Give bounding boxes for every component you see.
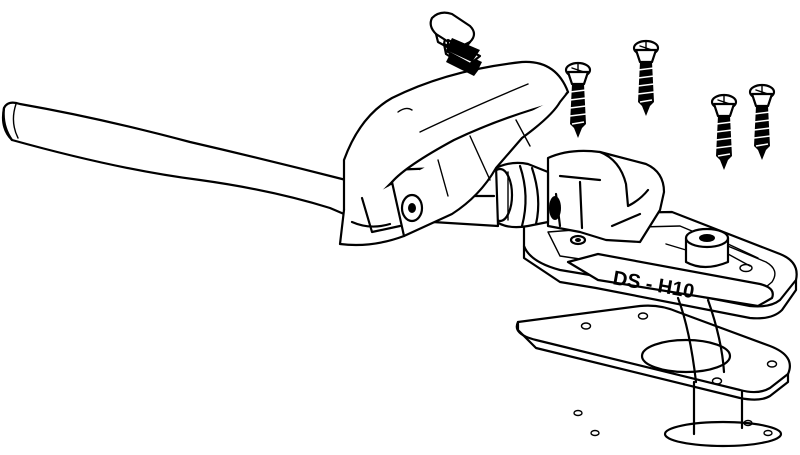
hinge-clamp <box>546 149 666 244</box>
main-arm-tube <box>1 101 348 216</box>
screw-4 <box>748 83 776 160</box>
housing-cover <box>338 60 570 247</box>
floor-hole <box>663 380 783 448</box>
floor-drill-marks <box>573 409 773 437</box>
hex-bolt-shank <box>446 38 480 62</box>
screw-3 <box>710 93 738 170</box>
screw-2 <box>632 39 660 116</box>
mounting-plate <box>515 304 791 401</box>
screw-1 <box>564 61 592 138</box>
